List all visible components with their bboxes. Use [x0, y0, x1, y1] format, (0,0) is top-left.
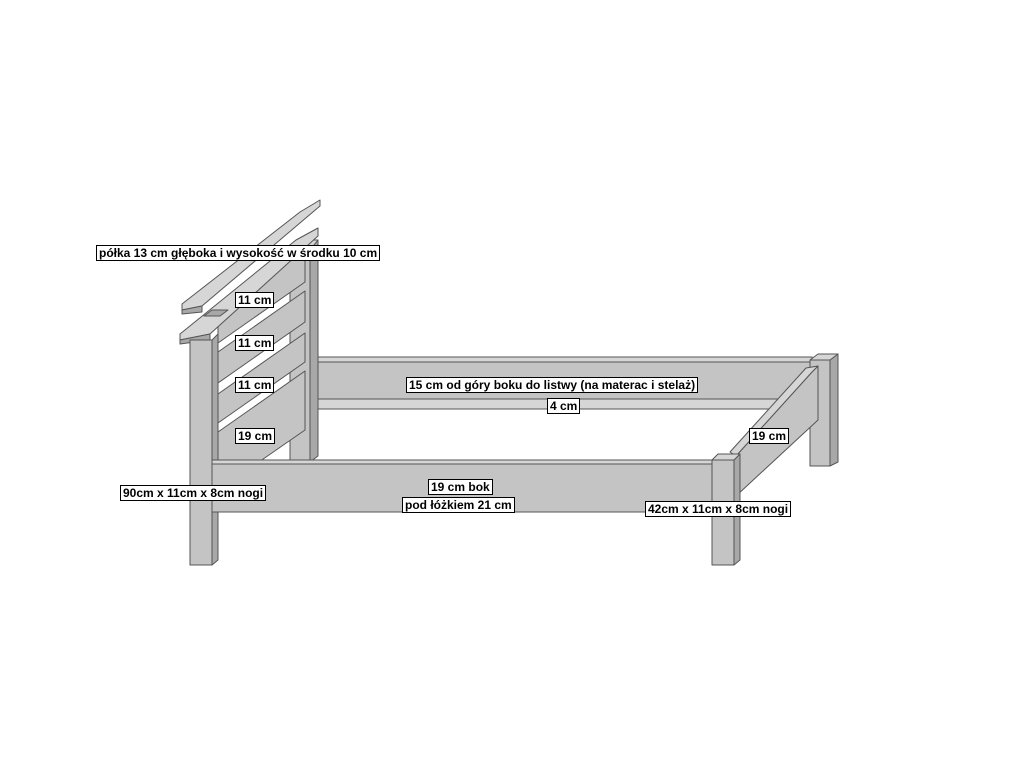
slat-gap-3-label: 11 cm [235, 377, 275, 393]
slat-gap-1-label: 11 cm [235, 292, 275, 308]
foot-rail-label: 19 cm [749, 428, 790, 444]
side-rail-label: 19 cm bok [428, 479, 493, 495]
ledger-width-label: 4 cm [547, 398, 581, 414]
rail-ledger-label: 15 cm od góry boku do listwy (na materac… [406, 377, 699, 393]
foot-legs-label: 42cm x 11cm x 8cm nogi [645, 501, 792, 517]
head-legs-label: 90cm x 11cm x 8cm nogi [120, 485, 267, 501]
near-head-leg [189, 333, 219, 566]
slat-bottom-label: 19 cm [235, 428, 276, 444]
slat-gap-2-label: 11 cm [235, 335, 275, 351]
under-bed-label: pod łóżkiem 21 cm [402, 497, 515, 513]
shelf-label: półka 13 cm głęboka i wysokość w środku … [96, 245, 381, 261]
